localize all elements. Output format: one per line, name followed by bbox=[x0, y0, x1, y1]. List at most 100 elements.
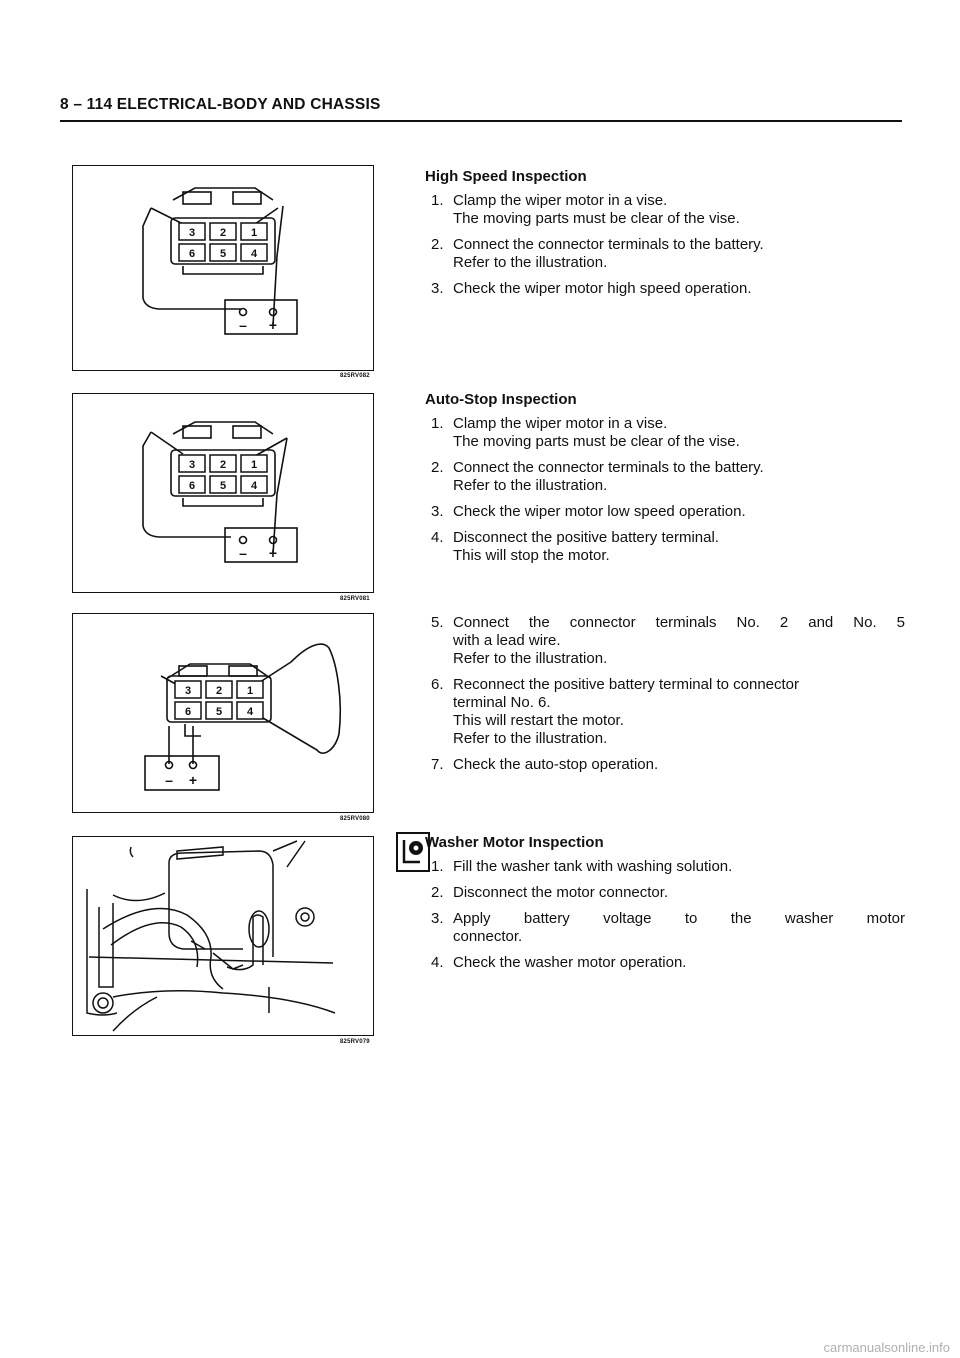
figure-auto-stop-connection: 3 2 1 6 5 4 – + bbox=[72, 393, 374, 593]
washer-tank-illustration bbox=[86, 840, 336, 1032]
figure-high-speed-connection: 3 2 1 6 5 4 – + bbox=[72, 165, 374, 371]
terminal-label: 5 bbox=[220, 248, 226, 260]
section-title: High Speed Inspection bbox=[425, 168, 587, 185]
terminal-label: 3 bbox=[189, 459, 195, 471]
terminal-label: 1 bbox=[251, 227, 257, 239]
step-number: 5. bbox=[431, 614, 444, 631]
connector-jumper-diagram: 3 2 1 6 5 4 – + bbox=[144, 643, 342, 791]
step: 6. Reconnect the positive battery termin… bbox=[425, 676, 905, 748]
figure-code: 825RV081 bbox=[340, 596, 370, 602]
step-number: 2. bbox=[431, 459, 444, 476]
step-number: 1. bbox=[431, 858, 444, 875]
battery-negative-label: – bbox=[165, 772, 173, 788]
step-text: Clamp the wiper motor in a vise. bbox=[453, 192, 668, 209]
step-text: Reconnect the positive battery terminal … bbox=[453, 676, 800, 693]
step-text: Refer to the illustration. bbox=[453, 477, 608, 494]
step-number: 2. bbox=[431, 884, 444, 901]
step-text: Connect the connector terminals to the b… bbox=[453, 236, 764, 253]
step-text: Check the wiper motor high speed operati… bbox=[453, 280, 752, 297]
step-number: 1. bbox=[431, 192, 444, 209]
step-text: Apply battery voltage to the washer moto… bbox=[453, 910, 905, 927]
step: 4. Disconnect the positive battery termi… bbox=[425, 529, 905, 565]
step-text: Connect the connector terminals No. 2 an… bbox=[453, 614, 905, 631]
figure-code: 825RV079 bbox=[340, 1039, 370, 1045]
step-text: Fill the washer tank with washing soluti… bbox=[453, 858, 733, 875]
step-number: 2. bbox=[431, 236, 444, 253]
terminal-label: 4 bbox=[251, 480, 258, 492]
step-text: connector. bbox=[453, 928, 523, 945]
step: 5. Connect the connector terminals No. 2… bbox=[425, 614, 905, 668]
battery-positive-label: + bbox=[269, 317, 277, 333]
terminal-label: 4 bbox=[251, 248, 258, 260]
step: 3. Apply battery voltage to the washer m… bbox=[425, 910, 905, 946]
section-title: Auto-Stop Inspection bbox=[425, 391, 577, 408]
terminal-label: 5 bbox=[216, 706, 222, 718]
section-auto-stop-continued: 5. Connect the connector terminals No. 2… bbox=[425, 614, 905, 782]
watermark: carmanualsonline.info bbox=[823, 1340, 950, 1355]
step-text: with a lead wire. bbox=[453, 632, 561, 649]
step: 2. Connect the connector terminals to th… bbox=[425, 459, 905, 495]
step-number: 7. bbox=[431, 756, 444, 773]
step: 1. Clamp the wiper motor in a vise. The … bbox=[425, 192, 905, 228]
step-text: Check the washer motor operation. bbox=[453, 954, 687, 971]
section-washer-motor: Washer Motor Inspection 1. Fill the wash… bbox=[425, 834, 905, 980]
step: 2. Connect the connector terminals to th… bbox=[425, 236, 905, 272]
terminal-label: 2 bbox=[220, 459, 226, 471]
connector-battery-diagram-2: 3 2 1 6 5 4 – + bbox=[142, 421, 298, 563]
step: 3. Check the wiper motor low speed opera… bbox=[425, 503, 905, 521]
step: 2. Disconnect the motor connector. bbox=[425, 884, 905, 902]
step-number: 4. bbox=[431, 954, 444, 971]
terminal-label: 6 bbox=[189, 248, 195, 260]
connector-battery-diagram-1: 3 2 1 6 5 4 – + bbox=[142, 187, 298, 335]
step-number: 1. bbox=[431, 415, 444, 432]
battery-negative-label: – bbox=[239, 545, 247, 561]
figure-code: 825RV080 bbox=[340, 816, 370, 822]
step-text: Check the auto-stop operation. bbox=[453, 756, 659, 773]
terminal-label: 2 bbox=[216, 685, 222, 697]
battery-positive-label: + bbox=[269, 545, 277, 561]
step-text: This will stop the motor. bbox=[453, 547, 610, 564]
figure-washer-tank bbox=[72, 836, 374, 1036]
step-text: Check the wiper motor low speed operatio… bbox=[453, 503, 746, 520]
step-number: 3. bbox=[431, 280, 444, 297]
section-title: Washer Motor Inspection bbox=[425, 834, 604, 851]
terminal-label: 4 bbox=[247, 706, 254, 718]
section-high-speed: High Speed Inspection 1. Clamp the wiper… bbox=[425, 168, 905, 306]
terminal-label: 5 bbox=[220, 480, 226, 492]
terminal-label: 2 bbox=[220, 227, 226, 239]
step: 1. Fill the washer tank with washing sol… bbox=[425, 858, 905, 876]
terminal-label: 6 bbox=[189, 480, 195, 492]
step-text: Disconnect the motor connector. bbox=[453, 884, 669, 901]
step-text: Disconnect the positive battery terminal… bbox=[453, 529, 719, 546]
step-text: The moving parts must be clear of the vi… bbox=[453, 433, 740, 450]
step: 3. Check the wiper motor high speed oper… bbox=[425, 280, 905, 298]
step-text: Connect the connector terminals to the b… bbox=[453, 459, 764, 476]
terminal-label: 1 bbox=[251, 459, 257, 471]
step-text: Clamp the wiper motor in a vise. bbox=[453, 415, 668, 432]
tool-icon bbox=[402, 840, 423, 864]
battery-negative-label: – bbox=[239, 317, 247, 333]
step-text: Refer to the illustration. bbox=[453, 650, 608, 667]
header-rule bbox=[60, 120, 902, 122]
terminal-label: 3 bbox=[185, 685, 191, 697]
step-number: 4. bbox=[431, 529, 444, 546]
step: 4. Check the washer motor operation. bbox=[425, 954, 905, 972]
battery-positive-label: + bbox=[189, 772, 197, 788]
step-number: 3. bbox=[431, 503, 444, 520]
step-number: 3. bbox=[431, 910, 444, 927]
page-header: 8 – 114 ELECTRICAL-BODY AND CHASSIS bbox=[60, 96, 381, 113]
step: 1. Clamp the wiper motor in a vise. The … bbox=[425, 415, 905, 451]
step-number: 6. bbox=[431, 676, 444, 693]
step: 7. Check the auto-stop operation. bbox=[425, 756, 905, 774]
special-tool-icon bbox=[396, 832, 430, 872]
step-text: This will restart the motor. bbox=[453, 712, 624, 729]
terminal-label: 6 bbox=[185, 706, 191, 718]
step-text: Refer to the illustration. bbox=[453, 254, 608, 271]
figure-auto-stop-jumper: 3 2 1 6 5 4 – + bbox=[72, 613, 374, 813]
section-auto-stop: Auto-Stop Inspection 1. Clamp the wiper … bbox=[425, 391, 905, 573]
step-text: Refer to the illustration. bbox=[453, 730, 608, 747]
step-text: The moving parts must be clear of the vi… bbox=[453, 210, 740, 227]
step-text: terminal No. 6. bbox=[453, 694, 551, 711]
terminal-label: 3 bbox=[189, 227, 195, 239]
terminal-label: 1 bbox=[247, 685, 253, 697]
